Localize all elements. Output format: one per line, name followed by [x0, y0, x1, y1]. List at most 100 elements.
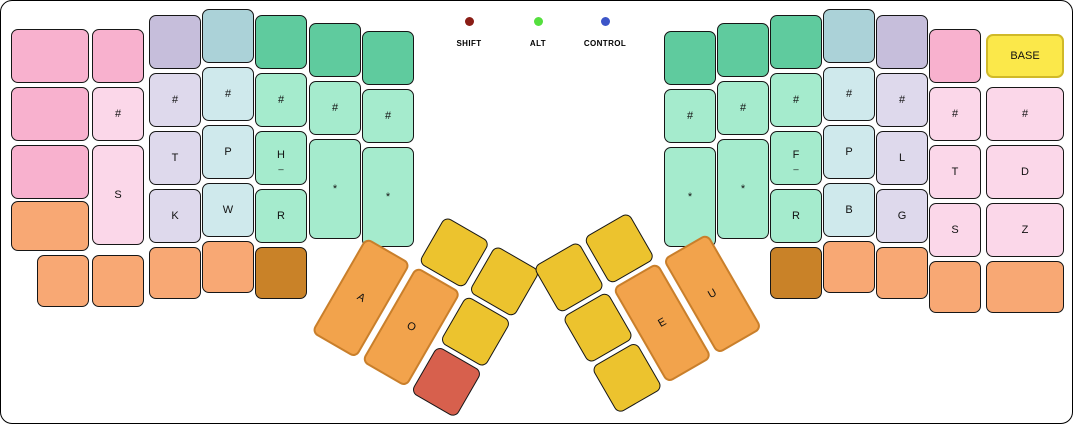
key-w[interactable]: W — [202, 183, 254, 237]
key-blank-teal[interactable] — [309, 23, 361, 77]
key-blank-blue[interactable] — [202, 9, 254, 63]
key-label: * — [740, 183, 746, 195]
key-blank-pink[interactable] — [929, 29, 981, 83]
key-blank-lavender[interactable] — [149, 15, 201, 69]
key-label: * — [385, 191, 391, 203]
key-label: R — [792, 210, 800, 222]
key-hash[interactable]: # — [986, 87, 1064, 141]
alt-dot-icon — [533, 17, 543, 26]
key-label: # — [686, 110, 694, 122]
key-base[interactable]: BASE — [986, 34, 1064, 78]
key-star[interactable]: * — [664, 147, 716, 247]
key-label: S — [114, 189, 122, 201]
key-h[interactable]: H_ — [255, 131, 307, 185]
key-label: # — [951, 108, 959, 120]
key-blank-teal[interactable] — [664, 31, 716, 85]
key-hash[interactable]: # — [876, 73, 928, 127]
key-blank-orange[interactable] — [92, 255, 144, 307]
key-t[interactable]: T — [149, 131, 201, 185]
key-hash[interactable]: # — [717, 81, 769, 135]
key-r[interactable]: R — [770, 189, 822, 243]
key-hash[interactable]: # — [92, 87, 144, 141]
key-g[interactable]: G — [876, 189, 928, 243]
key-label: F — [792, 148, 800, 161]
key-hash[interactable]: # — [770, 73, 822, 127]
key-label: L — [898, 152, 906, 164]
key-t[interactable]: T — [929, 145, 981, 199]
key-hash[interactable]: # — [823, 67, 875, 121]
key-s[interactable]: S — [929, 203, 981, 257]
key-blank-pink[interactable] — [11, 29, 89, 83]
key-label: T — [171, 152, 179, 164]
key-label: K — [171, 210, 179, 222]
legend-label: CONTROL — [583, 39, 627, 48]
key-sublabel: _ — [278, 159, 284, 170]
key-hash[interactable]: # — [202, 67, 254, 121]
key-blank-pink[interactable] — [92, 29, 144, 83]
key-s[interactable]: S — [92, 145, 144, 245]
key-star[interactable]: * — [309, 139, 361, 239]
key-hash[interactable]: # — [149, 73, 201, 127]
key-k[interactable]: K — [149, 189, 201, 243]
legend-item-alt: ALT — [493, 17, 583, 48]
key-p[interactable]: P — [202, 125, 254, 179]
key-blank-orange[interactable] — [986, 261, 1064, 313]
legend-label: ALT — [529, 39, 547, 48]
key-label: # — [384, 110, 392, 122]
key-label: # — [331, 102, 339, 114]
key-hash[interactable]: # — [362, 89, 414, 143]
key-z[interactable]: Z — [986, 203, 1064, 257]
key-hash[interactable]: # — [309, 81, 361, 135]
key-label: # — [845, 88, 853, 100]
key-label: Z — [1021, 224, 1029, 236]
legend-label: SHIFT — [456, 39, 482, 48]
key-label: D — [1021, 166, 1029, 178]
key-blank-orange[interactable] — [11, 201, 89, 251]
key-label: W — [222, 204, 234, 216]
key-hash[interactable]: # — [664, 89, 716, 143]
key-blank-teal[interactable] — [770, 15, 822, 69]
key-r[interactable]: R — [255, 189, 307, 243]
key-blank-pink[interactable] — [11, 145, 89, 199]
key-label: B — [845, 204, 853, 216]
key-label: # — [277, 94, 285, 106]
key-label: S — [951, 224, 959, 236]
key-star[interactable]: * — [362, 147, 414, 247]
key-p[interactable]: P — [823, 125, 875, 179]
key-blank-lavender[interactable] — [876, 15, 928, 69]
key-label: T — [951, 166, 959, 178]
control-dot-icon — [600, 17, 610, 26]
key-label: # — [114, 108, 122, 120]
key-label: G — [897, 210, 907, 222]
key-blank-orange[interactable] — [202, 241, 254, 293]
key-blank-blue[interactable] — [823, 9, 875, 63]
key-label: BASE — [1010, 50, 1040, 62]
key-blank-teal[interactable] — [362, 31, 414, 85]
key-blank-orange[interactable] — [37, 255, 89, 307]
key-blank-orange[interactable] — [929, 261, 981, 313]
shift-dot-icon — [464, 17, 474, 26]
key-label: # — [224, 88, 232, 100]
key-blank-orange[interactable] — [823, 241, 875, 293]
key-blank-orange[interactable] — [876, 247, 928, 299]
key-blank-orange[interactable] — [149, 247, 201, 299]
key-blank-teal[interactable] — [255, 15, 307, 69]
key-blank-pink[interactable] — [11, 87, 89, 141]
key-label: P — [845, 146, 853, 158]
key-label: # — [898, 94, 906, 106]
key-b[interactable]: B — [823, 183, 875, 237]
key-d[interactable]: D — [986, 145, 1064, 199]
key-blank-brown[interactable] — [770, 247, 822, 299]
key-label: A — [354, 290, 368, 305]
key-hash[interactable]: # — [929, 87, 981, 141]
key-l[interactable]: L — [876, 131, 928, 185]
key-hash[interactable]: # — [255, 73, 307, 127]
key-blank-brown[interactable] — [255, 247, 307, 299]
key-star[interactable]: * — [717, 139, 769, 239]
key-blank-teal[interactable] — [717, 23, 769, 77]
key-sublabel: _ — [793, 159, 799, 170]
key-label: E — [656, 315, 669, 330]
key-f[interactable]: F_ — [770, 131, 822, 185]
key-label: U — [706, 286, 719, 302]
